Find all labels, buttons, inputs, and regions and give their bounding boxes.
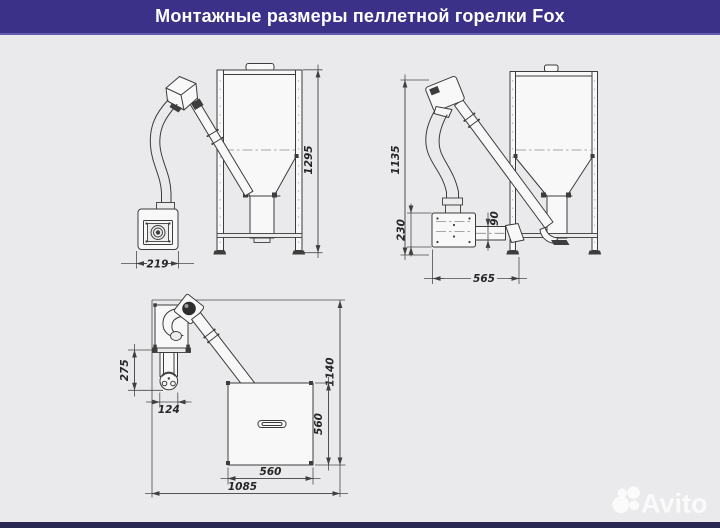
dim-hopper-depth: 560 <box>313 377 334 471</box>
avito-watermark: Avito <box>612 486 708 519</box>
dim-burner-length: 275 <box>119 344 163 397</box>
side-view: 1135 230 90 565 <box>390 64 602 285</box>
page-title: Монтажные размеры пеллетной горелки Fox <box>155 6 565 26</box>
dim-barrel-height: 90 <box>485 211 501 251</box>
dim-label-1140: 1140 <box>325 357 337 386</box>
avito-logo-dot <box>612 496 630 514</box>
dim-barrel-width: 124 <box>146 392 192 416</box>
dim-burner-height: 230 <box>396 203 432 257</box>
burner-top <box>152 303 195 391</box>
dim-front-height: 1295 <box>303 64 323 258</box>
hopper-lid-handle <box>245 63 275 71</box>
dim-label-219: 219 <box>147 258 169 270</box>
dim-label-90: 90 <box>489 211 501 226</box>
dim-label-124: 124 <box>158 404 180 416</box>
auger-motor-front <box>165 76 204 113</box>
hopper-foot <box>506 250 520 255</box>
hopper-foot <box>588 250 602 255</box>
avito-logo-dot <box>629 500 640 511</box>
dim-side-height: 1135 <box>390 74 429 260</box>
footer-bar <box>0 522 720 528</box>
auger-tube-top <box>191 312 255 390</box>
burner-fan <box>150 225 166 240</box>
burner-side <box>431 212 525 248</box>
burner-front <box>137 208 179 250</box>
dim-label-1085: 1085 <box>228 481 257 493</box>
top-view: 275 124 1140 560 560 1085 <box>119 293 348 498</box>
dim-total-width: 1085 <box>145 481 348 496</box>
dim-label-275: 275 <box>119 359 131 381</box>
dim-label-230: 230 <box>396 219 408 241</box>
dim-hopper-width: 560 <box>220 466 321 485</box>
hopper-side <box>506 64 602 255</box>
hopper-foot <box>213 250 227 255</box>
hopper-foot <box>292 250 306 255</box>
dim-top-depth: 1140 <box>315 300 346 497</box>
dim-side-depth: 565 <box>424 249 527 285</box>
dim-label-1135: 1135 <box>390 145 402 174</box>
auger-motor-side <box>425 75 465 118</box>
title-bar: Монтажные размеры пеллетной горелки Fox <box>0 0 720 35</box>
hopper-top <box>226 381 314 466</box>
dim-label-1295: 1295 <box>303 145 315 174</box>
avito-logo-dot <box>617 488 627 498</box>
dim-label-560-h: 560 <box>260 466 282 478</box>
hopper-front <box>213 63 306 255</box>
dim-label-560-v: 560 <box>313 413 325 435</box>
barrel-end <box>505 223 525 243</box>
flexible-hose-front <box>149 99 178 210</box>
flexible-hose-side <box>425 110 463 214</box>
front-view: 219 1295 <box>121 63 323 270</box>
avito-wordmark: Avito <box>641 489 708 519</box>
dim-label-565: 565 <box>473 273 495 285</box>
dim-front-width: 219 <box>121 251 194 270</box>
hopper-lid-handle <box>544 64 559 72</box>
avito-logo-dot <box>627 486 640 499</box>
